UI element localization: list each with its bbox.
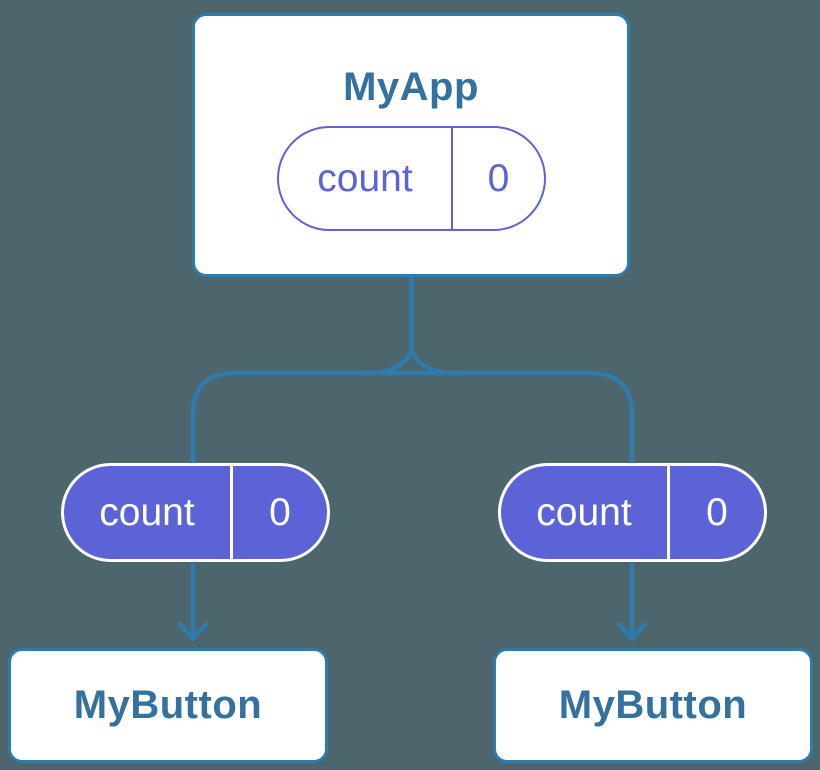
right-prop-pill-name: count (536, 490, 632, 534)
arrowhead-right-icon (616, 621, 648, 642)
right-prop-pill: count 0 (498, 463, 767, 562)
fork-curve-right-icon (409, 343, 458, 376)
state-pill-name: count (317, 156, 413, 200)
right-prop-pill-value: 0 (667, 466, 764, 559)
root-state-pill: count 0 (277, 126, 546, 231)
branch-right-line (589, 370, 635, 637)
left-prop-pill-name: count (99, 490, 195, 534)
branch-left-line (190, 370, 236, 637)
root-component-card: MyApp count 0 (192, 13, 630, 277)
state-pill-value: 0 (451, 128, 544, 229)
right-child-component-card: MyButton (493, 648, 813, 763)
root-component-title: MyApp (343, 65, 479, 109)
fork-curve-left-icon (365, 343, 414, 376)
left-child-component-title: MyButton (73, 683, 263, 727)
left-prop-pill: count 0 (61, 463, 330, 562)
left-prop-pill-value: 0 (230, 466, 327, 559)
arrowhead-left-icon (177, 621, 209, 642)
left-child-component-card: MyButton (8, 648, 328, 763)
right-child-component-title: MyButton (558, 683, 748, 727)
